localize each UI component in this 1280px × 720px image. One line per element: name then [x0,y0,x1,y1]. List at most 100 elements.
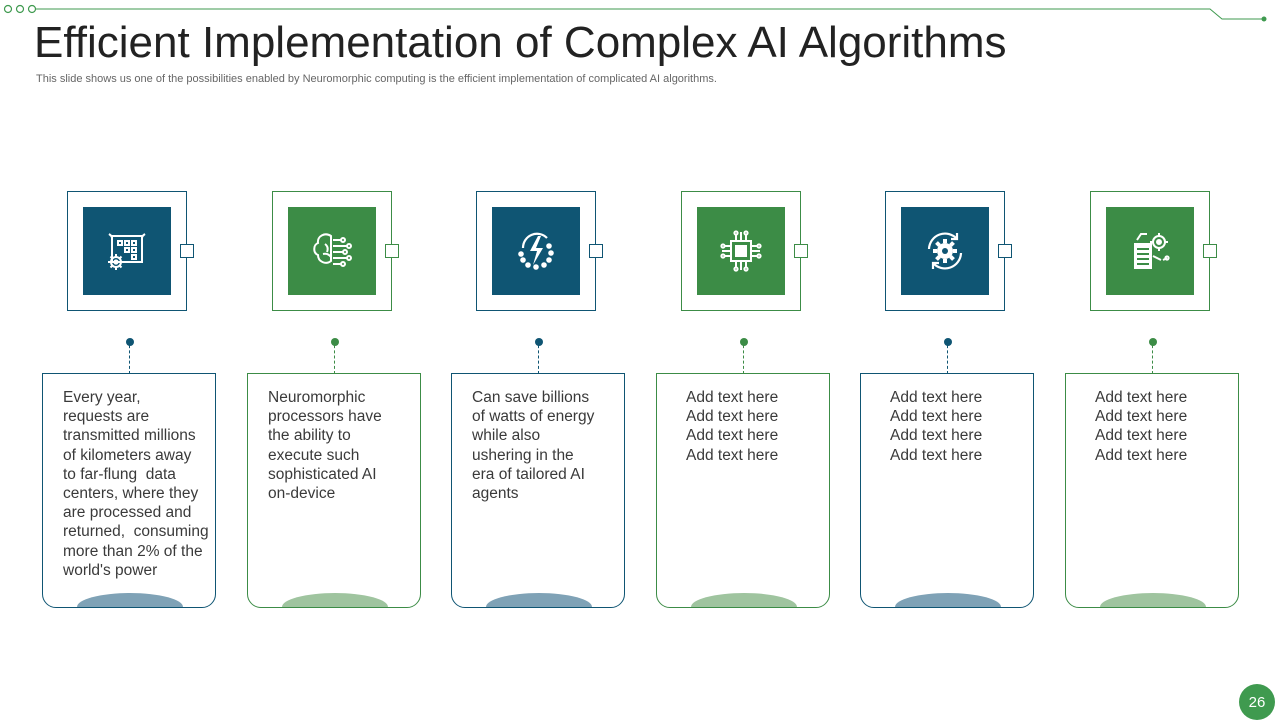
frame-tab [794,244,808,258]
icon-frame [681,191,808,311]
page-title: Efficient Implementation of Complex AI A… [34,18,1007,67]
icon-frame [885,191,1012,311]
card-text-line: more than 2% of the [63,542,203,560]
icon-frame [272,191,399,311]
card-bottom-oval [282,593,388,607]
brain-circuit-icon [305,224,359,278]
connector-dot [1149,338,1157,346]
card-text-line: Add text here [686,427,779,445]
frame-dashed-edge [390,191,392,243]
frame-dashed-edge [594,191,596,243]
frame-tab [589,244,603,258]
card-text-line: requests are [63,408,150,426]
card-bottom-oval [691,593,797,607]
card-text-line: agents [472,485,519,503]
card-text-line: centers, where they [63,485,199,503]
frame-dashed-edge [185,191,187,243]
connector-line [129,340,131,374]
card-text-line: sophisticated AI [268,465,377,483]
blueprint-gear-icon [100,224,154,278]
card-bottom-oval [486,593,592,607]
page-number-badge: 26 [1239,684,1275,720]
connector-line [334,340,336,374]
card-text-line: while also [472,427,541,445]
card-text-line: Neuromorphic [268,389,366,406]
connector-line [947,340,949,374]
frame-dashed-edge [799,191,801,243]
connector-line [743,340,745,374]
card-text-line: Add text here [1095,446,1188,464]
icon-tile [83,207,171,295]
card-text-line: of watts of energy [472,408,595,426]
card-bottom-oval [77,593,183,607]
card-text-line: era of tailored AI [472,465,585,483]
top-decoration [3,4,1267,22]
card-bottom-oval [1100,593,1206,607]
icon-frame [476,191,603,311]
connector-dot [740,338,748,346]
card-text-line: on-device [268,485,336,503]
card-text-line: of kilometers away [63,446,192,464]
lightning-energy-icon [509,224,563,278]
connector-dot [331,338,339,346]
icon-tile [901,207,989,295]
card-text-line: Can save billions [472,389,590,406]
frame-tab [1203,244,1217,258]
frame-dashed-edge [1208,191,1210,243]
card-text-line: the ability to [268,427,351,445]
card-text-line: Add text here [890,408,983,426]
microchip-icon [714,224,768,278]
icon-tile [492,207,580,295]
card-text-line: Add text here [686,408,779,426]
connector-dot [126,338,134,346]
card-text-line: are processed and [63,504,192,522]
document-settings-icon [1123,224,1177,278]
card-text-line: Add text here [1095,389,1188,406]
card-text-line: Every year, [63,389,141,406]
card-text-line: execute such [268,446,360,464]
icon-tile [288,207,376,295]
gear-cycle-icon [918,224,972,278]
frame-tab [998,244,1012,258]
connector-line [538,340,540,374]
deco-circle [15,4,25,14]
deco-circle [27,4,37,14]
frame-tab [385,244,399,258]
card-bottom-oval [895,593,1001,607]
icon-tile [697,207,785,295]
card-text-line: transmitted millions [63,427,196,445]
card-text-line: returned, consuming [63,523,209,541]
card-text-line: ushering in the [472,446,574,464]
icon-frame [1090,191,1217,311]
card-text-line: Add text here [686,446,779,464]
deco-circle [3,4,13,14]
card-text-line: Add text here [890,427,983,445]
deco-dot [1261,16,1267,22]
card-text-line: Add text here [686,389,779,406]
frame-tab [180,244,194,258]
card-text-line: Add text here [1095,427,1188,445]
connector-line [1152,340,1154,374]
connector-dot [535,338,543,346]
card-text-line: Add text here [1095,408,1188,426]
card-text-line: to far-flung data [63,465,176,483]
card-text-line: processors have [268,408,382,426]
card-text-line: Add text here [890,389,983,406]
